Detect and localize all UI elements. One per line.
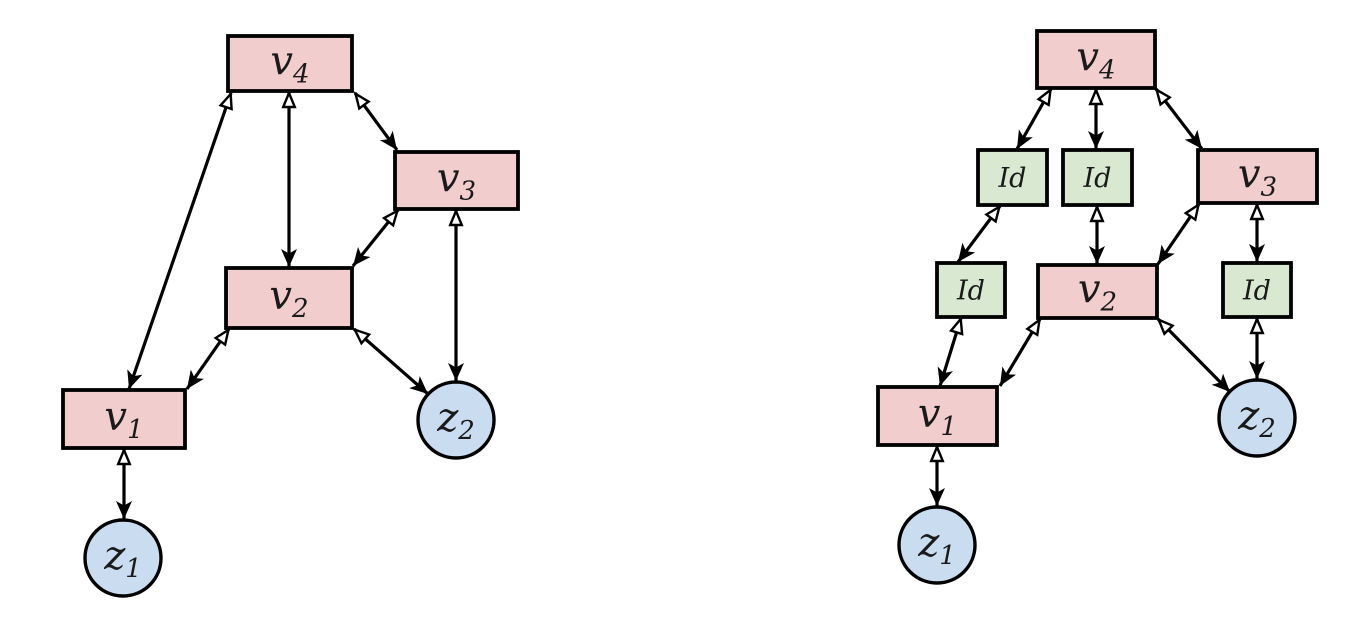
node-v3 <box>393 150 520 211</box>
node-z1 <box>897 505 977 585</box>
node-z2 <box>1217 378 1297 458</box>
node-v2 <box>224 266 354 330</box>
node-label-v4: v4 <box>1076 35 1115 86</box>
node-label-z2: z2 <box>436 395 475 446</box>
node-label-Id4: Id <box>1242 276 1271 307</box>
node-v1 <box>61 388 187 450</box>
left-diagram: v4 v3 v2 v1 z2 z1 <box>61 34 520 598</box>
node-label-Id2: Id <box>1083 163 1112 194</box>
edge-v4-Id1 <box>1015 87 1053 150</box>
edge-Id1-Id3 <box>956 204 1002 263</box>
edge-v2-v1 <box>185 327 231 390</box>
node-v4 <box>226 34 354 93</box>
node-label-v3: v3 <box>1238 152 1277 203</box>
node-Id1 <box>976 148 1049 207</box>
edge-v2-z2 <box>352 327 430 396</box>
edge-v2-v1 <box>998 317 1042 387</box>
node-v2 <box>1036 263 1159 320</box>
node-label-v3: v3 <box>437 156 476 207</box>
node-Id2 <box>1061 148 1134 207</box>
node-label-v1: v1 <box>104 394 143 445</box>
node-label-z2: z2 <box>1237 393 1276 444</box>
edge-v3-v2 <box>351 208 400 268</box>
node-label-v1: v1 <box>918 391 957 442</box>
edge-v4-v1 <box>127 90 233 390</box>
node-label-v4: v4 <box>270 39 309 90</box>
node-v3 <box>1196 148 1319 205</box>
node-label-v2: v2 <box>269 273 308 324</box>
edge-v2-z2 <box>1156 317 1232 394</box>
edge-v4-v3 <box>353 91 399 151</box>
node-label-z1: z1 <box>917 520 956 571</box>
node-label-z1: z1 <box>103 533 142 584</box>
node-label-v2: v2 <box>1078 267 1117 318</box>
node-label-Id3: Id <box>956 276 985 307</box>
node-v4 <box>1035 29 1157 90</box>
node-Id4 <box>1221 261 1293 319</box>
edge-Id3-v1 <box>937 315 964 387</box>
node-v1 <box>876 385 999 447</box>
edge-v3-v2 <box>1156 202 1201 265</box>
node-label-Id1: Id <box>998 163 1027 194</box>
node-z1 <box>83 518 163 598</box>
edge-v4-v3 <box>1154 87 1204 150</box>
node-Id3 <box>935 261 1007 319</box>
node-z2 <box>416 380 496 460</box>
